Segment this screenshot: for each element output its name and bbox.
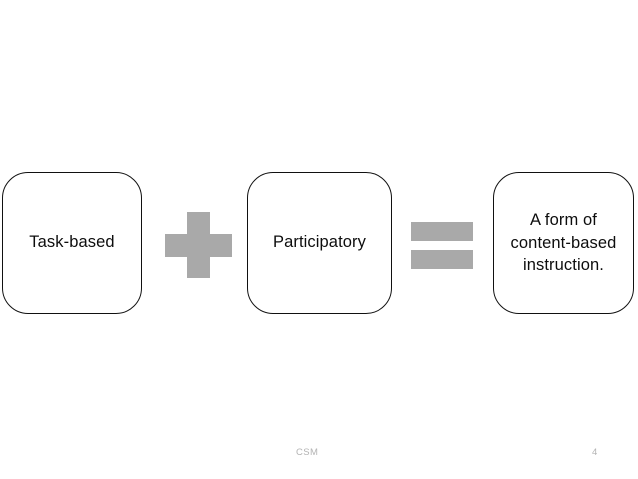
plus-icon-vertical-bar (187, 212, 210, 278)
concept-box-result-label: A form of content-based instruction. (510, 211, 617, 275)
footer-page-number: 4 (592, 447, 598, 458)
concept-box-task-based-label: Task-based (29, 233, 115, 252)
equals-icon (411, 222, 473, 269)
equals-icon-top-bar (411, 222, 473, 241)
concept-box-result[interactable]: A form of content-based instruction. (493, 172, 634, 314)
plus-icon (165, 212, 232, 278)
equals-icon-bottom-bar (411, 250, 473, 269)
concept-box-participatory-label: Participatory (272, 233, 366, 252)
footer-label: CSM (296, 447, 319, 458)
concept-box-participatory[interactable]: Participatory (247, 172, 392, 314)
concept-box-task-based[interactable]: Task-based (2, 172, 142, 314)
